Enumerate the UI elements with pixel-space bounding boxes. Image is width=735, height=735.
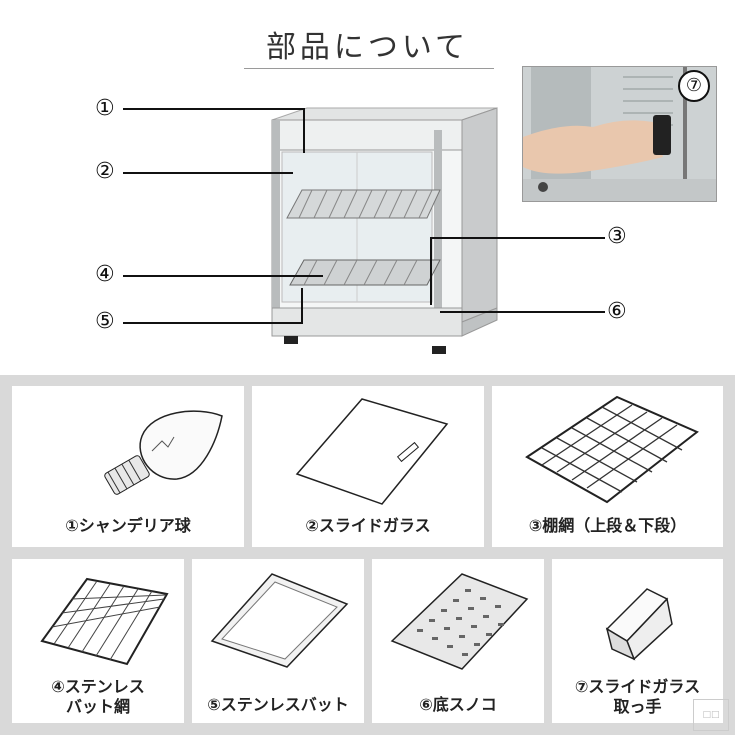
part-card-tray-net: ④ステンレス バット網 [12, 559, 184, 723]
part-card-bulb: ①シャンデリア球 [12, 386, 244, 547]
part-card-tray: ⑤ステンレスバット [192, 559, 364, 723]
stainless-tray-icon [210, 573, 349, 668]
part-label: ⑦スライドガラス 取っ手 [574, 677, 701, 716]
chandelier-bulb-icon [104, 410, 223, 495]
leader-line-3 [430, 237, 605, 239]
part-label: ④ステンレス バット網 [51, 677, 145, 716]
bottom-slat-icon [390, 573, 529, 670]
callout-6: ⑥ [607, 299, 627, 324]
part-label: ③棚網（上段＆下段） [528, 516, 687, 535]
part-card-handle: ⑦スライドガラス 取っ手 [552, 559, 723, 723]
part-card-glass: ②スライドガラス [252, 386, 484, 547]
leader-line-5 [123, 322, 303, 324]
leader-line-4 [123, 275, 323, 277]
part-label: ⑤ステンレスバット [207, 695, 349, 714]
leader-line-6 [440, 311, 605, 313]
part-card-slatted: ⑥底スノコ [372, 559, 544, 723]
page-title: 部品について [265, 30, 470, 65]
leader-line-3-drop [430, 237, 432, 305]
leader-line-1-drop [303, 108, 305, 153]
tray-net-icon [40, 577, 169, 666]
callout-4: ④ [95, 262, 115, 287]
callout-3: ③ [607, 224, 627, 249]
handle-detail-photo: ⑦ [522, 66, 717, 202]
part-label: ⑥底スノコ [419, 695, 497, 714]
leader-line-1 [123, 108, 305, 110]
leader-line-2 [123, 172, 293, 174]
hero-section: 部品について [95, 30, 717, 354]
warmer-cabinet-illustration [271, 107, 498, 354]
leader-line-5-rise [301, 288, 303, 324]
callout-2: ② [95, 159, 115, 184]
part-label: ②スライドガラス [305, 516, 431, 535]
part-label: ①シャンデリア球 [65, 516, 191, 535]
callout-7: ⑦ [678, 70, 710, 102]
slide-glass-icon [295, 398, 449, 505]
watermark-logo: □□ [693, 699, 729, 731]
callout-1: ① [95, 96, 115, 121]
shelf-rack-icon [525, 395, 699, 504]
glass-handle-icon [605, 588, 673, 661]
title-underline [244, 68, 494, 69]
part-card-shelf: ③棚網（上段＆下段） [492, 386, 723, 547]
callout-5: ⑤ [95, 309, 115, 334]
